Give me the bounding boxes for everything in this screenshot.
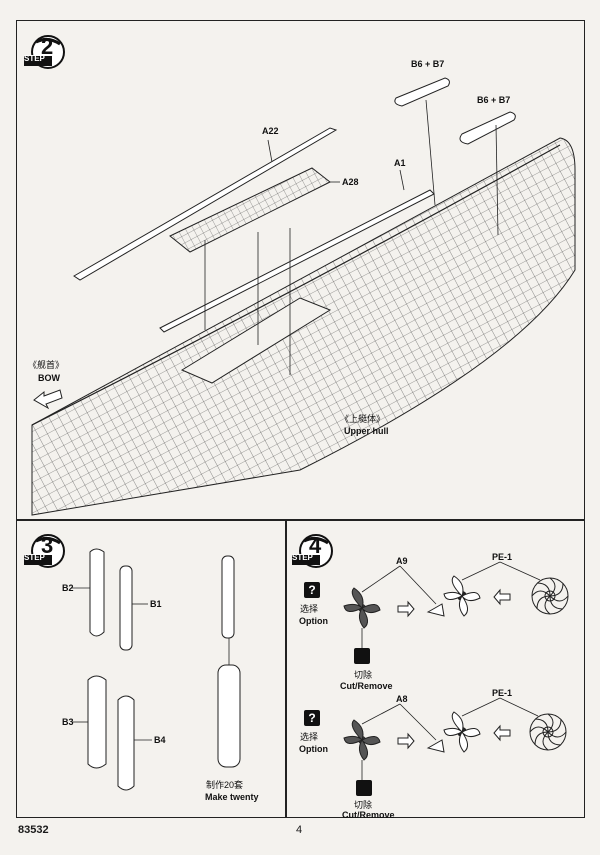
make-twenty-en: Make twenty: [205, 792, 259, 802]
label-pe1-bottom: PE-1: [492, 688, 513, 698]
cut-cn-2: 切除: [354, 800, 373, 810]
assembled-rod: [221, 555, 235, 639]
part-a22: [73, 127, 338, 281]
label-a22: A22: [262, 126, 279, 136]
step-2-panel: [16, 20, 585, 520]
propeller-a9: [343, 587, 381, 629]
step-4-badge: [292, 534, 333, 568]
step-2-word: STEP: [24, 54, 45, 63]
arrow-left-1: [493, 588, 511, 606]
option-en-2: Option: [299, 744, 328, 754]
cut-en-2: Cut/Remove: [342, 810, 395, 820]
question-icon: ?: [304, 710, 320, 726]
prop-cone-2: [426, 739, 445, 753]
label-a1: A1: [394, 158, 406, 168]
part-b2: [89, 548, 105, 637]
step-4-number: 4: [309, 533, 322, 558]
option-cn-1: 选择: [300, 604, 319, 614]
label-a8: A8: [396, 694, 408, 704]
pe-1-part-2: [529, 713, 567, 751]
step-2-number: 2: [41, 34, 54, 59]
label-b6-b7-right: B6 + B7: [477, 95, 511, 105]
page-number: 4: [296, 824, 303, 836]
option-cn-2: 选择: [300, 732, 319, 742]
cut-remove-icon: [356, 780, 372, 796]
label-b2: B2: [62, 583, 74, 593]
product-code: 83532: [18, 824, 49, 836]
part-b1: [119, 565, 133, 651]
label-pe1-top: PE-1: [492, 552, 513, 562]
part-b3: [87, 675, 107, 769]
label-b4: B4: [154, 735, 166, 745]
label-b1: B1: [150, 599, 162, 609]
propeller-a8: [343, 719, 381, 761]
step-3-word: STEP: [24, 553, 45, 562]
step-4-word: STEP: [292, 553, 313, 562]
make-twenty-cn: 制作20套: [206, 780, 244, 790]
arrow-left-2: [493, 724, 511, 742]
step-3-panel: [16, 520, 286, 818]
pe-1-part-1: [531, 577, 569, 615]
step-4-panel: [286, 520, 585, 818]
label-a28: A28: [342, 177, 359, 187]
label-b6-b7-top: B6 + B7: [411, 59, 445, 69]
part-b6-b7-top: [394, 77, 450, 107]
label-bow-cn: 《舰首》: [28, 360, 65, 370]
label-bow-en: BOW: [38, 373, 60, 383]
part-b4: [117, 695, 135, 791]
assembled-prop-1: [443, 575, 481, 617]
label-upper-hull-cn: 《上艇体》: [340, 414, 386, 424]
assembled-prop-2: [443, 711, 481, 753]
step-3-badge: [24, 534, 65, 568]
cut-en-1: Cut/Remove: [340, 681, 393, 691]
step-3-number: 3: [41, 533, 54, 558]
part-b6-b7-right: [459, 111, 516, 145]
option-en-1: Option: [299, 616, 328, 626]
step-2-badge: [24, 35, 65, 69]
cut-cn-1: 切除: [354, 670, 373, 680]
bow-arrow: [33, 389, 63, 410]
question-icon: ?: [304, 582, 320, 598]
cut-remove-icon: [354, 648, 370, 664]
arrow-right-2: [397, 732, 415, 750]
label-a9: A9: [396, 556, 408, 566]
arrow-right-1: [397, 600, 415, 618]
prop-cone-1: [426, 603, 445, 617]
label-upper-hull-en: Upper hull: [344, 426, 389, 436]
label-b3: B3: [62, 717, 74, 727]
